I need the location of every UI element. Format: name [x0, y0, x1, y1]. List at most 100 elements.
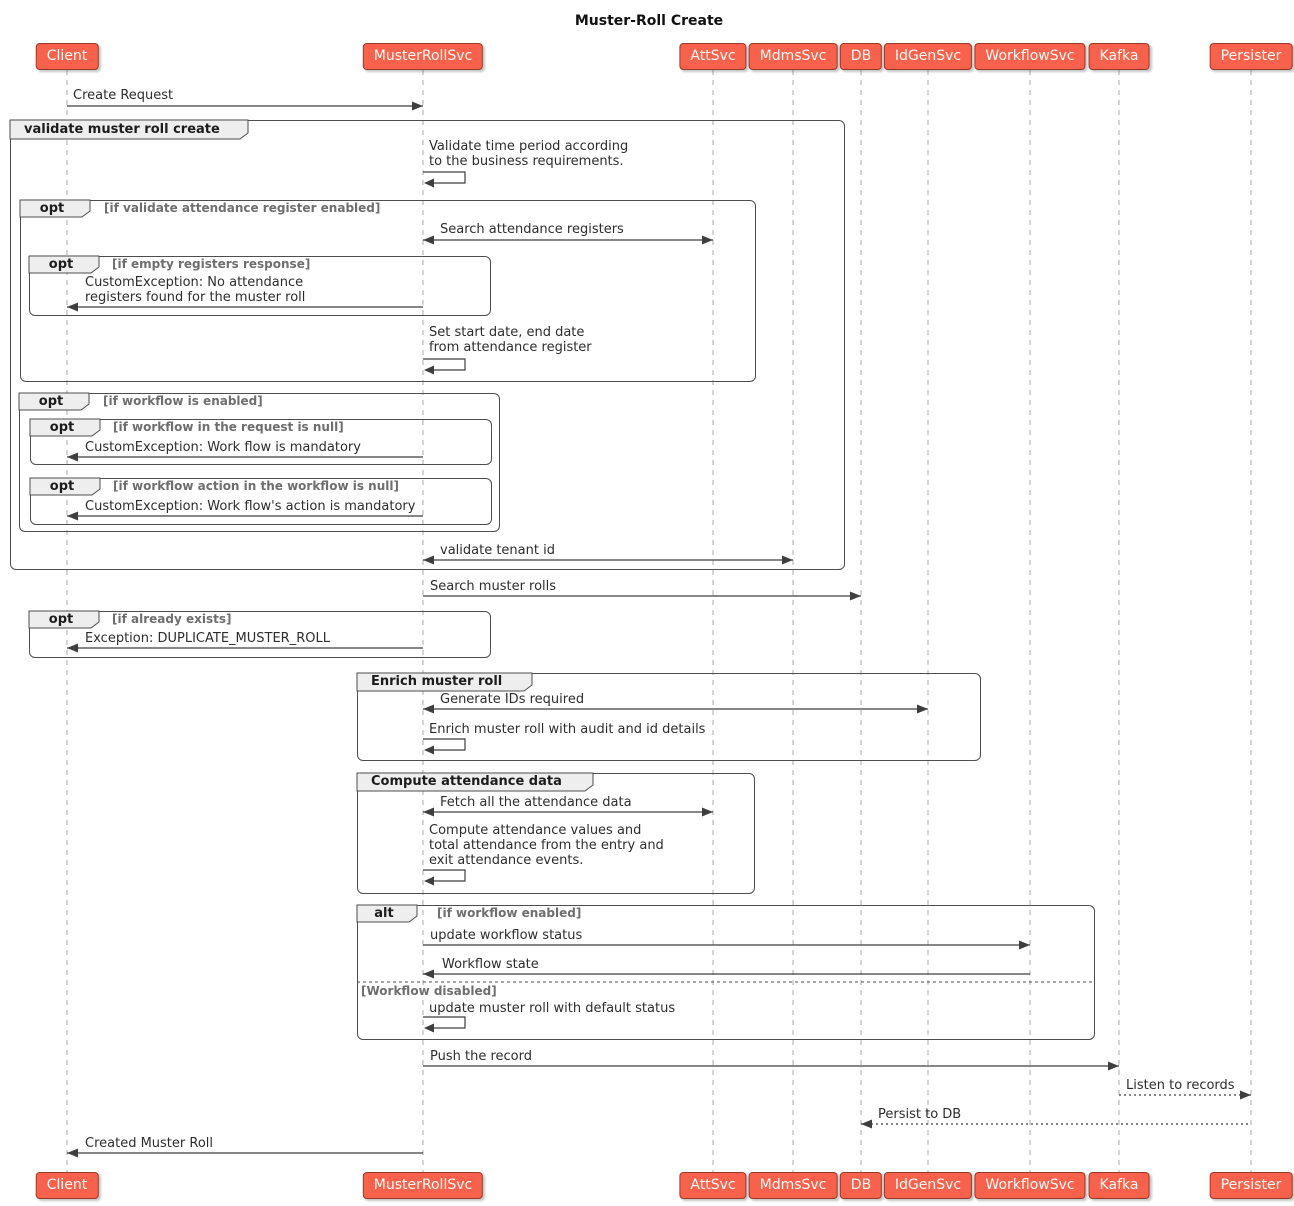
arrowhead-right	[917, 704, 928, 714]
arrowhead-left	[424, 876, 434, 886]
group-label-compute-attendance-data: Compute attendance data	[371, 774, 562, 789]
group-opt-already-exists	[29, 611, 491, 658]
group-validate-muster-roll-create	[10, 120, 845, 570]
participant-db-bottom: DB	[839, 1172, 883, 1199]
alt-divider-label-alt-workflow: [Workflow disabled]	[361, 984, 497, 998]
group-opt-empty-registers	[29, 256, 491, 316]
participant-mdmssvc-top: MdmsSvc	[748, 43, 838, 70]
group-opt-workflow-enabled	[19, 393, 500, 532]
group-header-opt-workflow-enabled	[18, 392, 90, 411]
message-label-workflow-action-mandatory: CustomException: Work flow's action is m…	[85, 499, 416, 514]
group-label-opt-validate-attendance: opt	[39, 201, 65, 216]
arrowhead-left	[423, 555, 434, 565]
message-label-workflow-mandatory: CustomException: Work flow is mandatory	[85, 440, 361, 455]
arrowhead-left	[424, 745, 434, 755]
participant-workflowsvc-top: WorkflowSvc	[974, 43, 1086, 70]
message-label-generate-ids: Generate IDs required	[440, 692, 585, 707]
message-label-workflow-state: Workflow state	[442, 957, 539, 972]
participant-kafka-bottom: Kafka	[1088, 1172, 1150, 1199]
arrowhead-left	[424, 365, 434, 375]
group-header-alt-workflow	[356, 904, 418, 923]
group-label-opt-empty-registers: opt	[48, 257, 74, 272]
group-label-opt-workflow-null: opt	[49, 420, 75, 435]
message-label-created-muster-roll: Created Muster Roll	[85, 1136, 214, 1151]
arrowhead-right	[850, 591, 861, 601]
group-condition-alt-workflow: [if workflow enabled]	[437, 906, 582, 920]
group-opt-workflow-action-null	[30, 478, 492, 525]
participant-db-top: DB	[839, 43, 883, 70]
group-label-validate-muster-roll-create: validate muster roll create	[24, 122, 220, 137]
message-label-listen-to-records: Listen to records	[1126, 1078, 1235, 1093]
participant-persister-bottom: Persister	[1209, 1172, 1293, 1199]
self-message-line-set-start-end-date	[423, 358, 466, 371]
group-header-validate-muster-roll-create	[9, 119, 249, 140]
message-label-enrich-audit-id: Enrich muster roll with audit and id det…	[429, 722, 706, 737]
participant-musterrollsvc-top: MusterRollSvc	[362, 43, 484, 70]
group-label-opt-workflow-enabled: opt	[38, 394, 64, 409]
arrowhead-left	[423, 704, 434, 714]
message-label-search-attendance-registers: Search attendance registers	[440, 222, 624, 237]
message-label-duplicate-muster-roll: Exception: DUPLICATE_MUSTER_ROLL	[85, 631, 330, 646]
group-label-opt-already-exists: opt	[48, 612, 74, 627]
message-label-validate-time-period: Validate time period according to the bu…	[429, 139, 629, 169]
message-label-no-attendance-registers: CustomException: No attendance registers…	[85, 275, 306, 305]
arrowhead-left	[424, 1023, 434, 1033]
arrowhead-right	[782, 555, 793, 565]
arrowhead-right	[1019, 940, 1030, 950]
group-condition-opt-workflow-null: [if workflow in the request is null]	[113, 420, 344, 434]
participant-workflowsvc-bottom: WorkflowSvc	[974, 1172, 1086, 1199]
arrowhead-right	[702, 807, 713, 817]
diagram-title: Muster-Roll Create	[574, 13, 724, 29]
arrowhead-left	[861, 1119, 872, 1129]
message-label-compute-attendance: Compute attendance values and total atte…	[429, 823, 664, 868]
participant-client-bottom: Client	[35, 1172, 99, 1199]
arrowhead-left	[67, 643, 78, 653]
group-header-compute-attendance-data	[356, 772, 594, 792]
arrowhead-left	[423, 235, 434, 245]
group-condition-opt-workflow-action-null: [if workflow action in the workflow is n…	[113, 479, 399, 493]
group-alt-workflow	[357, 905, 1095, 1040]
arrowhead-left	[67, 1148, 78, 1158]
group-enrich-muster-roll	[357, 673, 981, 761]
arrowhead-right	[1240, 1090, 1251, 1100]
self-message-line-validate-time-period	[423, 171, 466, 184]
message-label-persist-to-db: Persist to DB	[878, 1107, 962, 1122]
group-condition-opt-workflow-enabled: [if workflow is enabled]	[103, 394, 263, 408]
participant-persister-top: Persister	[1209, 43, 1293, 70]
group-condition-opt-already-exists: [if already exists]	[112, 612, 232, 626]
message-label-create-request: Create Request	[73, 88, 174, 103]
message-label-update-default-status: update muster roll with default status	[429, 1001, 676, 1016]
group-opt-workflow-null	[30, 419, 492, 465]
group-label-opt-workflow-action-null: opt	[49, 479, 75, 494]
group-header-opt-validate-attendance	[19, 199, 91, 218]
message-label-fetch-attendance-data: Fetch all the attendance data	[440, 795, 632, 810]
group-label-alt-workflow: alt	[374, 906, 394, 921]
participant-kafka-top: Kafka	[1088, 43, 1150, 70]
group-header-enrich-muster-roll	[356, 672, 533, 692]
group-condition-opt-validate-attendance: [if validate attendance register enabled…	[104, 201, 381, 215]
arrowhead-left	[67, 511, 78, 521]
participant-musterrollsvc-bottom: MusterRollSvc	[362, 1172, 484, 1199]
group-header-opt-empty-registers	[28, 255, 100, 274]
arrowhead-right	[412, 101, 423, 111]
self-message-line-compute-attendance	[423, 869, 466, 882]
arrowhead-left	[424, 178, 434, 188]
group-header-opt-already-exists	[28, 610, 100, 629]
self-message-line-enrich-audit-id	[423, 738, 466, 751]
arrowhead-left	[423, 969, 434, 979]
group-header-opt-workflow-action-null	[29, 477, 101, 496]
message-label-search-muster-rolls: Search muster rolls	[430, 579, 557, 594]
participant-idgensvc-top: IdGenSvc	[883, 43, 973, 70]
message-label-validate-tenant-id: validate tenant id	[440, 543, 555, 558]
participant-idgensvc-bottom: IdGenSvc	[883, 1172, 973, 1199]
participant-client-top: Client	[35, 43, 99, 70]
arrowhead-left	[67, 302, 78, 312]
group-header-opt-workflow-null	[29, 418, 101, 437]
message-label-push-the-record: Push the record	[430, 1049, 532, 1064]
participant-attsvc-top: AttSvc	[679, 43, 747, 70]
participant-mdmssvc-bottom: MdmsSvc	[748, 1172, 838, 1199]
message-label-update-workflow-status: update workflow status	[430, 928, 583, 943]
